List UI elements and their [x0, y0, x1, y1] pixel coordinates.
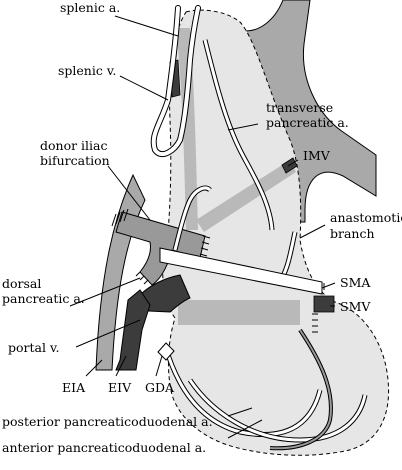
label-sma: SMA: [340, 275, 371, 290]
sma-trunk: [159, 247, 323, 295]
label-splenic-artery: splenic a.: [60, 0, 120, 15]
label-anastomotic-line2: branch: [330, 226, 375, 241]
splenic-vein-band: [176, 28, 198, 230]
label-eia: EIA: [62, 380, 86, 395]
label-dorsal-line1: dorsal: [2, 276, 41, 291]
eiv-vessel: [115, 289, 151, 371]
gda-stump: [157, 342, 175, 361]
label-smv: SMV: [340, 299, 371, 314]
pancreas-graft: [162, 9, 390, 456]
smv-band: [178, 300, 300, 325]
label-transverse-line2: pancreatic a.: [266, 115, 349, 130]
label-eiv: EIV: [108, 380, 132, 395]
label-donor-iliac-line2: bifurcation: [40, 153, 110, 168]
label-imv: IMV: [303, 148, 331, 163]
label-donor-iliac-line1: donor iliac: [40, 138, 108, 153]
label-transverse-line1: transverse: [266, 100, 333, 115]
label-dorsal-line2: pancreatic a.: [2, 291, 85, 306]
label-anastomotic-line1: anastomotic: [330, 210, 402, 225]
smv-stub: [313, 295, 335, 313]
label-anterior-pd: anterior pancreaticoduodenal a.: [2, 440, 206, 455]
label-gda: GDA: [145, 380, 175, 395]
label-splenic-vein: splenic v.: [58, 63, 116, 78]
label-posterior-pd: posterior pancreaticoduodenal a.: [2, 414, 213, 429]
imv-band: [196, 160, 296, 232]
leader-lines: [69, 15, 336, 439]
label-portal-vein: portal v.: [8, 340, 60, 355]
